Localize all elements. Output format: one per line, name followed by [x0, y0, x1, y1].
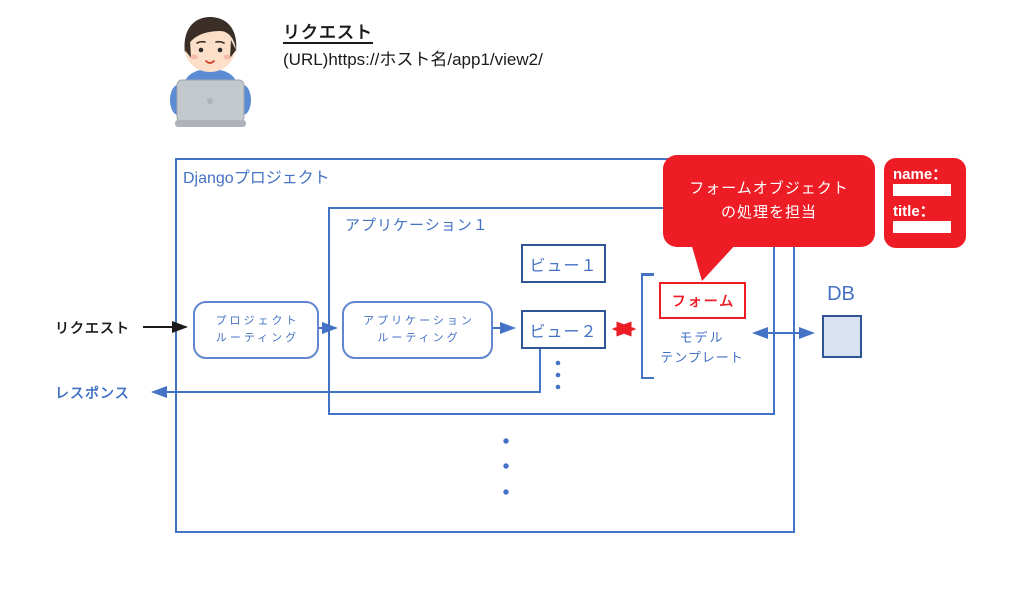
application-routing-line1: アプリケーション: [363, 314, 475, 327]
form-callout-balloon: フォームオブジェクト の処理を担当: [663, 155, 875, 247]
application-routing-line2: ルーティング: [377, 332, 461, 344]
request-title: リクエスト: [283, 23, 373, 42]
project-routing-line1: プロジェクト: [215, 314, 300, 327]
django-project-box: [175, 158, 795, 533]
application-label: アプリケーション１: [345, 217, 489, 234]
project-routing-node: プロジェクト ルーティング: [193, 301, 319, 359]
callout-line1: フォームオブジェクト: [689, 180, 849, 197]
application-box: [328, 207, 775, 415]
person-at-laptop-icon: [170, 17, 251, 127]
response-flow-label: レスポンス: [55, 385, 130, 401]
django-project-label: Djangoプロジェクト: [183, 170, 330, 187]
view1-node: ビュー１: [521, 244, 606, 283]
callout-line2: の処理を担当: [720, 204, 817, 221]
project-routing-line2: ルーティング: [215, 332, 300, 344]
db-cylinder-box: [822, 315, 862, 358]
title-field-rect: [893, 221, 951, 233]
callout-tail-icon: [691, 243, 737, 281]
request-url-text: (URL)https://ホスト名/app1/view2/: [283, 50, 543, 69]
request-flow-label: リクエスト: [55, 320, 130, 336]
view2-node: ビュー２: [521, 310, 606, 349]
template-label: テンプレート: [660, 350, 744, 365]
title-field-label: title：: [893, 203, 935, 220]
group-bracket: [641, 273, 654, 379]
name-field-rect: [893, 184, 951, 196]
form-fields-box: name： title：: [884, 158, 966, 248]
name-field-label: name：: [893, 166, 948, 183]
model-label: モデル: [679, 330, 725, 345]
db-label: DB: [827, 283, 855, 305]
application-routing-node: アプリケーション ルーティング: [342, 301, 493, 359]
form-node: フォーム: [659, 282, 746, 319]
